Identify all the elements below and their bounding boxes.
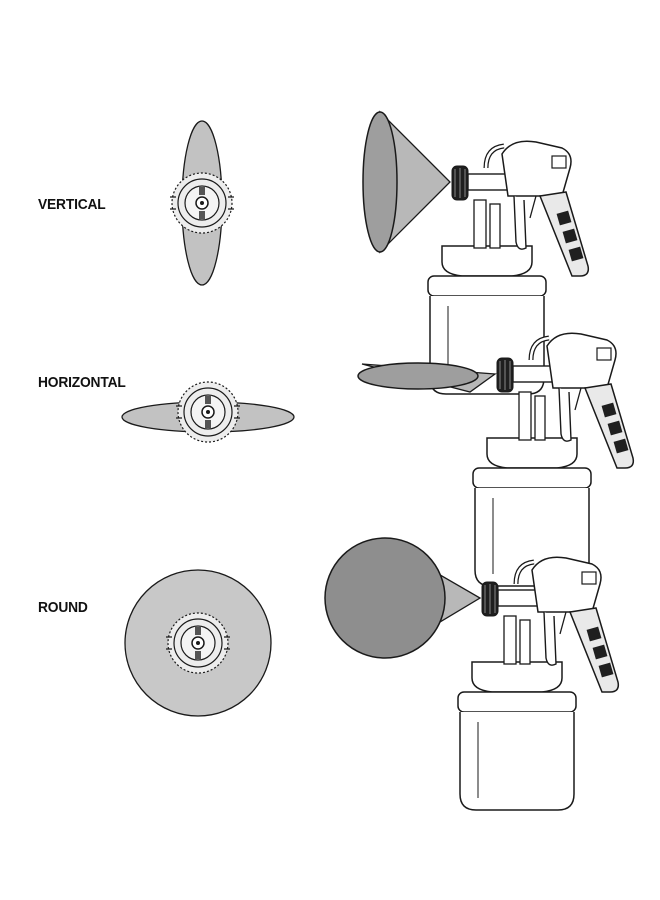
label-round: ROUND bbox=[38, 599, 88, 616]
label-horizontal: HORIZONTAL bbox=[38, 374, 126, 391]
spray-gun-horizontal-icon bbox=[473, 333, 633, 586]
round-spray-cone bbox=[324, 537, 482, 659]
nozzle-face-horizontal-icon bbox=[175, 381, 241, 443]
label-vertical: VERTICAL bbox=[38, 196, 106, 213]
nozzle-face-vertical-icon bbox=[169, 172, 235, 234]
vertical-spray-cone bbox=[362, 110, 451, 254]
spray-gun-round-icon bbox=[458, 557, 618, 810]
horizontal-spray-cone bbox=[357, 362, 497, 393]
